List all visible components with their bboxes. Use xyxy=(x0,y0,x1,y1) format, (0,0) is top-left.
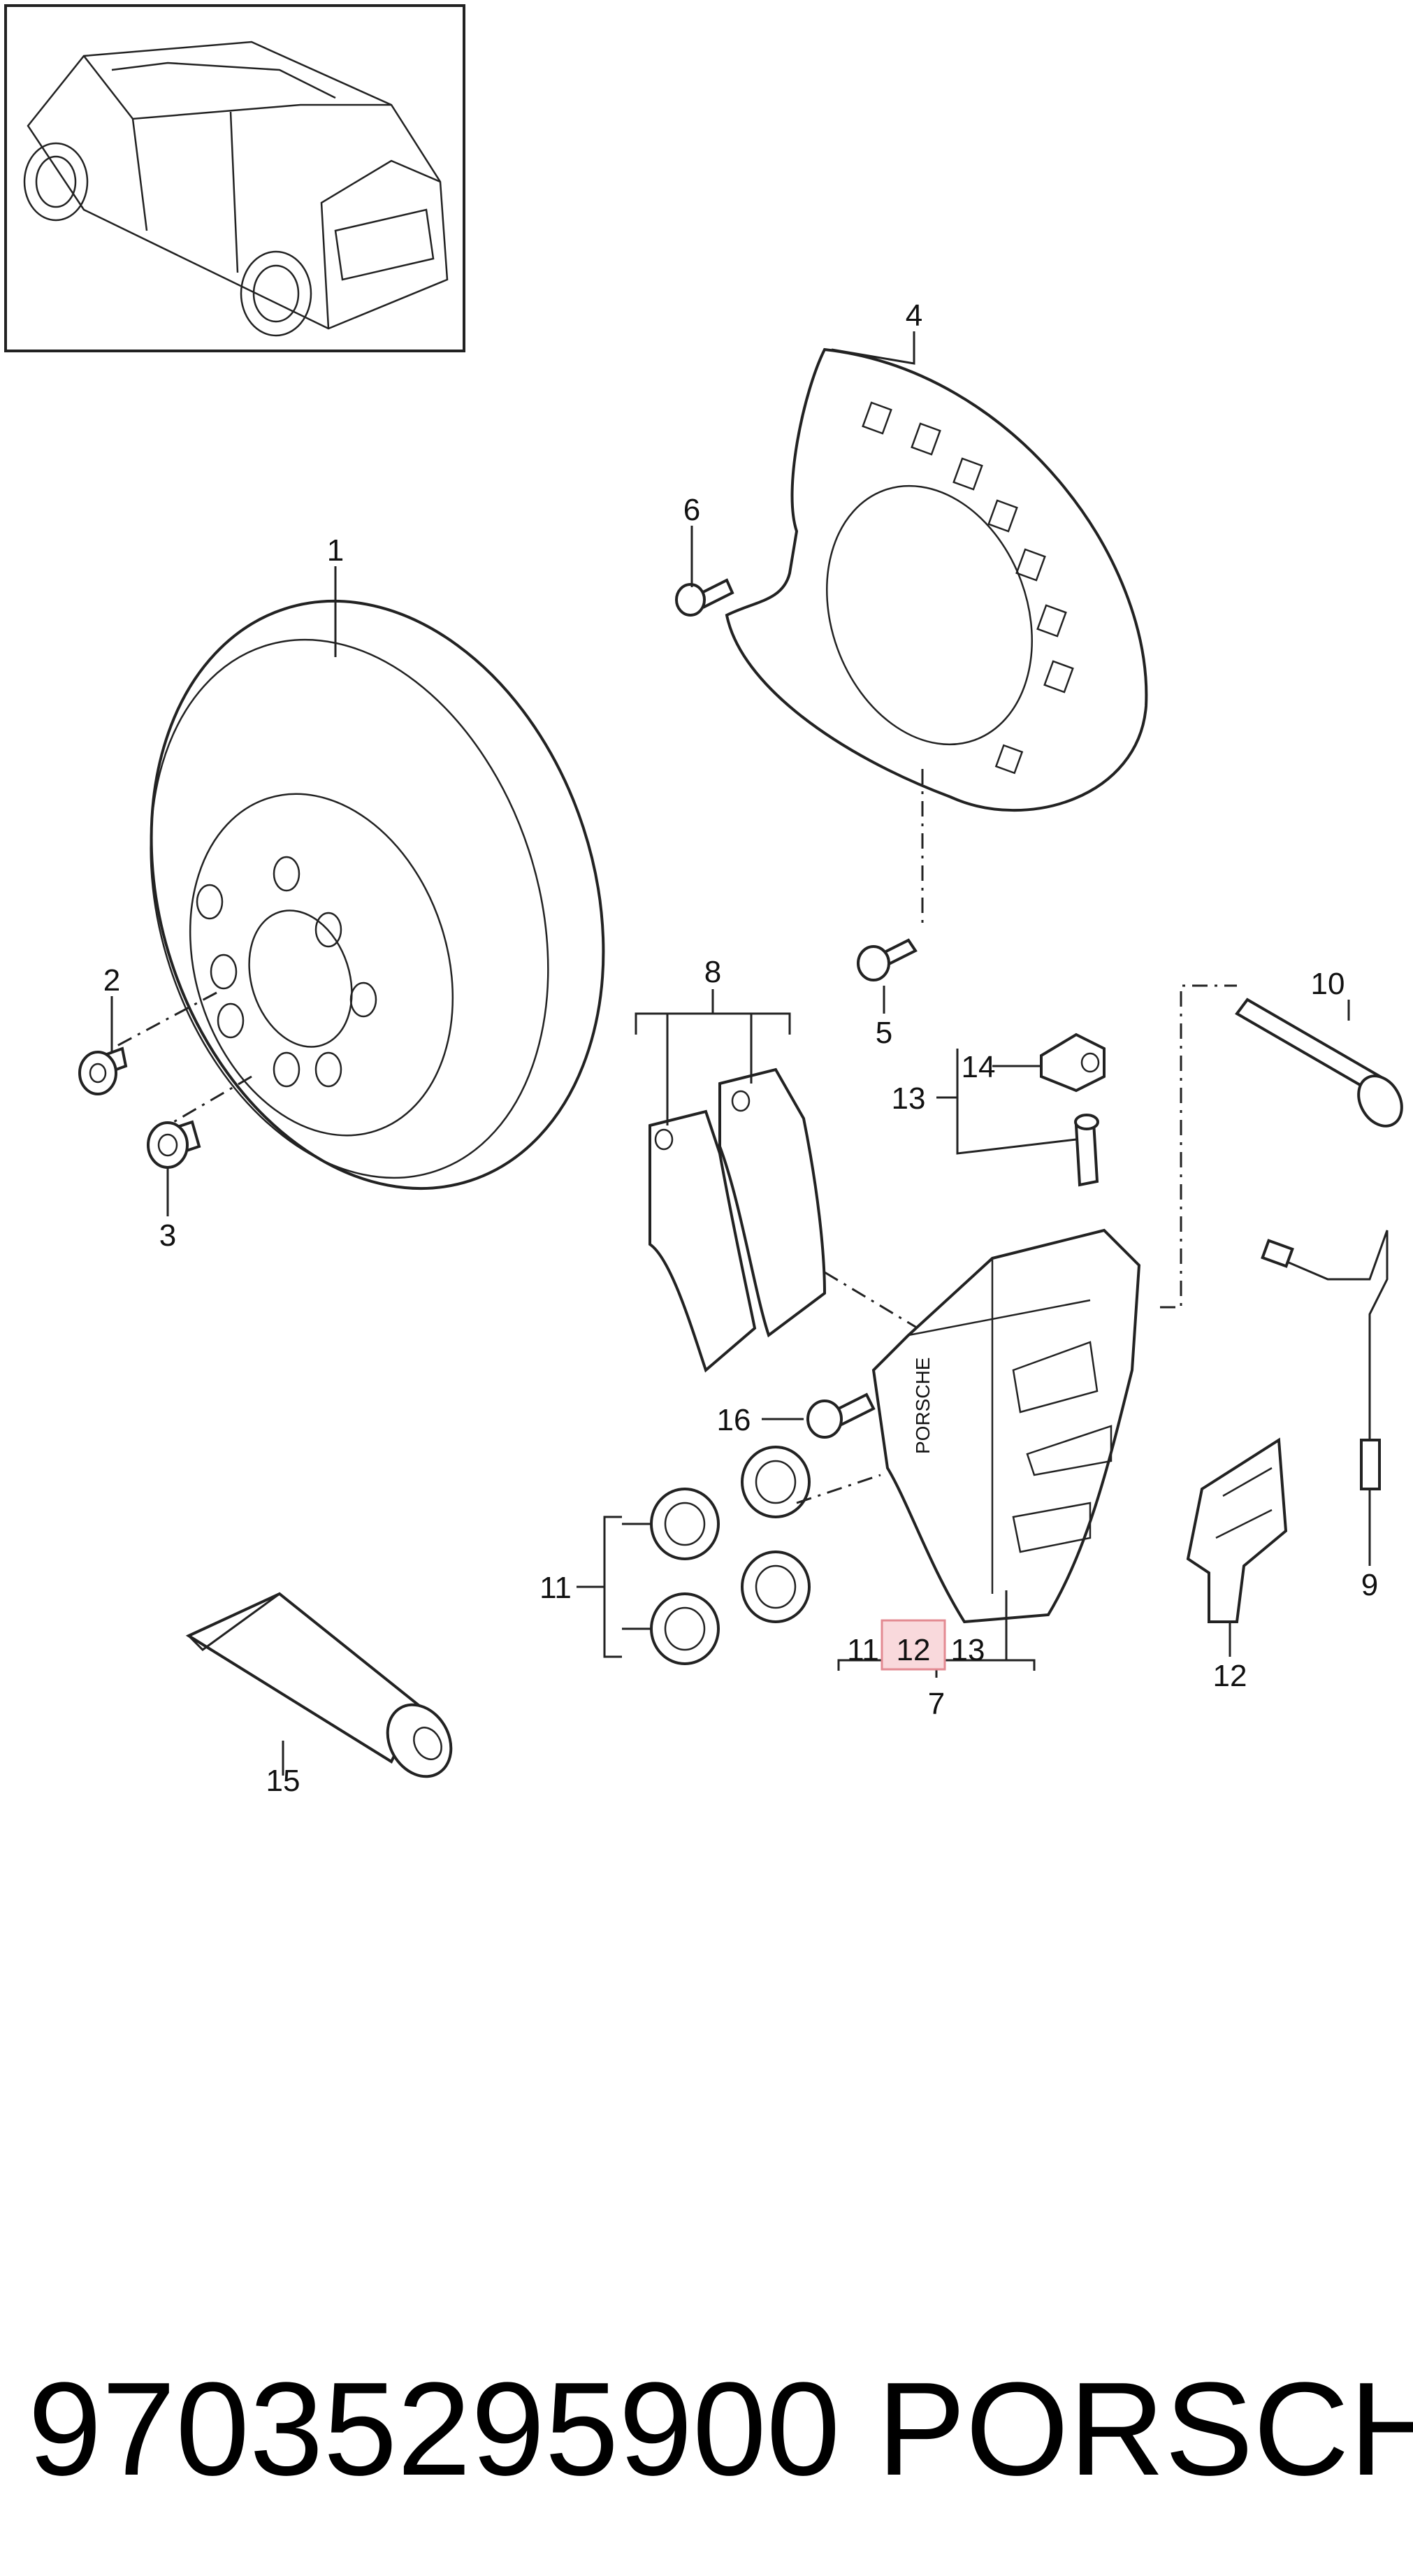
callout-10: 10 xyxy=(1311,967,1345,1001)
callout-9: 9 xyxy=(1361,1568,1378,1602)
callout-2: 2 xyxy=(103,963,120,998)
brake-disc xyxy=(111,599,605,1190)
callout-13-group: 13 xyxy=(951,1633,985,1667)
callout-11: 11 xyxy=(539,1571,572,1605)
highlight-box xyxy=(881,1619,946,1671)
caliper-fixing-bolt xyxy=(806,1393,876,1439)
callout-12: 12 xyxy=(1213,1659,1247,1693)
wear-sensor xyxy=(1261,1230,1389,1490)
brand-name: PORSCHE xyxy=(877,2355,1413,2503)
piston-seals xyxy=(650,1446,881,1665)
vehicle-thumbnail xyxy=(4,4,465,352)
callout-4: 4 xyxy=(906,298,922,333)
brake-caliper: PORSCHE xyxy=(871,984,1237,1624)
callout-12-highlighted: 12 xyxy=(897,1633,931,1667)
caliper-logo: PORSCHE xyxy=(912,1358,934,1454)
shield-bolt xyxy=(857,938,918,981)
callout-16: 16 xyxy=(717,1403,751,1437)
shield-bolt-upper xyxy=(675,578,734,617)
callout-3: 3 xyxy=(159,1218,176,1253)
part-number: 97035295900 xyxy=(28,2355,840,2503)
callout-1: 1 xyxy=(327,533,344,568)
callout-15: 15 xyxy=(266,1764,300,1798)
callout-6: 6 xyxy=(683,493,700,527)
pad-retaining-spring xyxy=(1186,1437,1288,1623)
footer: 97035295900 PORSCHE xyxy=(28,2355,1413,2503)
bleed-valve xyxy=(1040,1032,1106,1187)
dust-shield xyxy=(725,347,1148,930)
callout-5: 5 xyxy=(876,1016,892,1050)
caliper-bolt xyxy=(1235,998,1403,1128)
wheel-stud-plug xyxy=(147,1120,201,1169)
callout-13: 13 xyxy=(892,1081,926,1116)
callout-7: 7 xyxy=(928,1687,945,1721)
callout-11-group: 11 xyxy=(847,1633,879,1667)
callout-labels: 1 2 3 4 5 6 7 8 9 10 11 12 13 14 15 16 1… xyxy=(103,298,1378,1798)
bracket-8 xyxy=(635,989,791,1125)
disc-screw xyxy=(78,1046,128,1095)
grease-tube xyxy=(185,1592,453,1778)
brake-pads xyxy=(648,1067,930,1373)
callout-14: 14 xyxy=(962,1050,996,1084)
callout-8: 8 xyxy=(704,955,721,989)
